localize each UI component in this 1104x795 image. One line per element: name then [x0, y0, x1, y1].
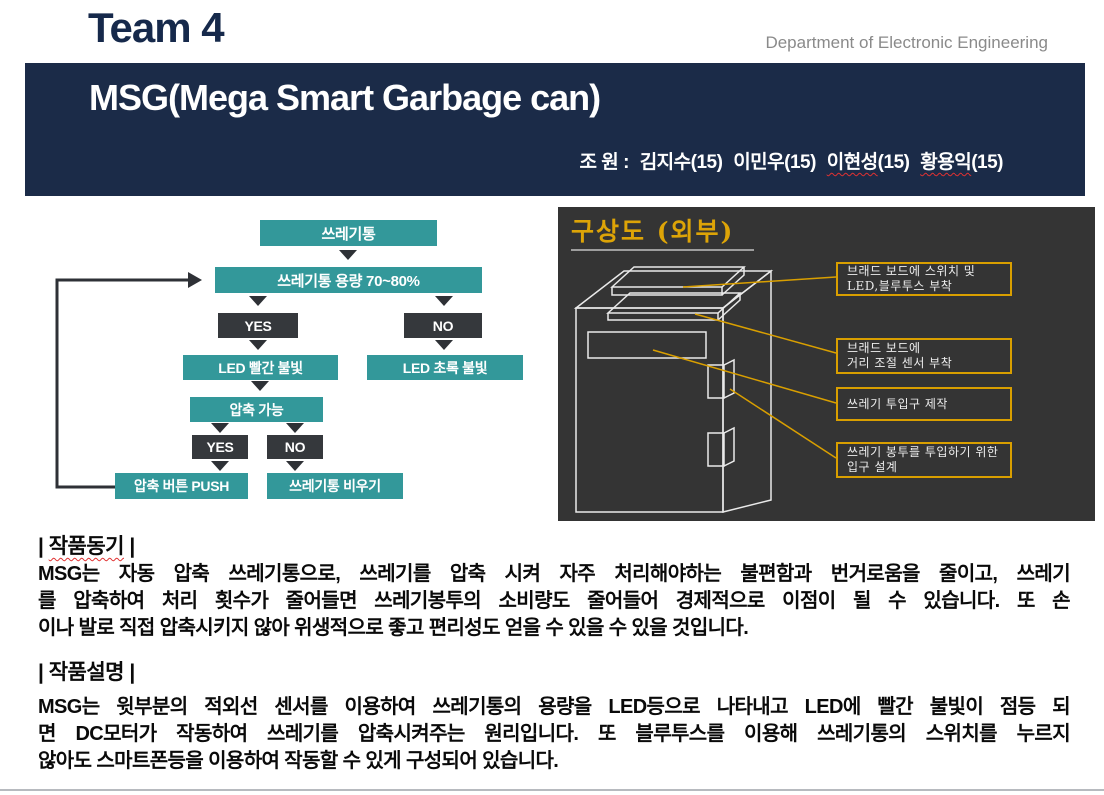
callout-text: 거리 조절 센서 부착	[847, 356, 953, 370]
member-4-year: (15)	[971, 152, 1003, 173]
slide-title: MSG(Mega Smart Garbage can)	[89, 77, 601, 118]
flow-node-capacity: 쓰레기통 용량 70~80%	[215, 267, 482, 293]
heading-word: 작품설명	[48, 661, 125, 684]
members-line: 조 원 : 김지수(15) 이민우(15) 이현성(15) 황용익(15)	[579, 147, 1004, 174]
section-heading-motivation: | 작품동기 |	[38, 530, 135, 560]
paragraph-line: 않아도 스마트폰등을 이용하여 작동할 수 있게 구성되어 있습니다.	[38, 750, 559, 772]
diagram-title: 구상도 (외부)	[571, 217, 735, 246]
description-paragraph: MSG는 윗부분의 적외선 센서를 이용하여 쓰레기통의 용량을 LED등으로 …	[38, 694, 1071, 775]
callout-box-bag-entrance: 쓰레기 봉투를 투입하기 위한 입구 설계	[836, 442, 1012, 478]
paragraph-line: 이나 발로 직접 압축시키지 않아 위생적으로 좋고 편리성도 얻을 수 있을 …	[38, 617, 749, 639]
callout-box-breadboard-switch: 브래드 보드에 스위치 및 LED,블루투스 부착	[836, 262, 1012, 296]
member-3-year: (15)	[877, 152, 910, 173]
flow-node-led-red: LED 빨간 불빛	[183, 355, 338, 380]
flow-arrow-down-icon	[249, 296, 267, 306]
flow-arrow-down-icon	[211, 461, 229, 471]
section-heading-description: | 작품설명 |	[38, 656, 135, 686]
member-1: 김지수(15)	[639, 152, 723, 173]
flow-node-led-green: LED 초록 불빛	[367, 355, 523, 380]
member-4-name: 황용익	[920, 152, 972, 173]
callout-box-distance-sensor: 브래드 보드에 거리 조절 센서 부착	[836, 338, 1012, 374]
flow-arrow-down-icon	[435, 340, 453, 350]
flow-arrow-down-icon	[435, 296, 453, 306]
motivation-paragraph: MSG는 자동 압축 쓰레기통으로, 쓰레기를 압축 시켜 자주 처리해야하는 …	[38, 561, 1071, 642]
callout-box-inlet: 쓰레기 투입구 제작	[836, 387, 1012, 421]
heading-bar: |	[38, 661, 49, 684]
flow-arrow-down-icon	[286, 423, 304, 433]
flow-node-yes1: YES	[218, 313, 298, 338]
paragraph-line: MSG는 윗부분의 적외선 센서를 이용하여 쓰레기통의 용량을 LED등으로 …	[38, 696, 1071, 718]
concept-diagram-panel: 구상도 (외부)	[558, 207, 1095, 521]
team-label: Team 4	[88, 4, 225, 51]
flow-node-no1: NO	[404, 313, 482, 338]
member-3-name: 이현성	[826, 152, 878, 173]
flow-arrow-down-icon	[249, 340, 267, 350]
paragraph-line: 를 압축하여 처리 횟수가 줄어들면 쓰레기봉투의 소비량도 줄어들어 경제적으…	[38, 590, 1071, 612]
callout-text: 브래드 보드에 스위치 및	[847, 264, 976, 278]
department-label: Department of Electronic Engineering	[765, 33, 1048, 52]
flow-node-start: 쓰레기통	[260, 220, 437, 246]
title-banner: MSG(Mega Smart Garbage can) 조 원 : 김지수(15…	[25, 63, 1085, 196]
flow-node-compress: 압축 가능	[190, 397, 323, 422]
flow-arrow-down-icon	[339, 250, 357, 260]
callout-text: LED,블루투스 부착	[847, 279, 953, 293]
bottom-divider	[0, 789, 1104, 791]
heading-word: 작품동기	[48, 535, 125, 558]
members-label: 조 원 :	[579, 152, 630, 173]
diagram-title-underline	[571, 249, 754, 251]
heading-bar: |	[124, 535, 135, 558]
heading-bar: |	[38, 535, 49, 558]
flow-arrow-down-icon	[211, 423, 229, 433]
flow-arrow-down-icon	[251, 381, 269, 391]
flow-node-empty: 쓰레기통 비우기	[267, 473, 403, 499]
paragraph-line: 면 DC모터가 작동하여 쓰레기를 압축시켜주는 원리입니다. 또 블루투스를 …	[38, 723, 1071, 745]
flow-node-no2: NO	[267, 435, 323, 459]
flow-node-yes2: YES	[192, 435, 248, 459]
member-2: 이민우(15)	[733, 152, 816, 173]
flow-node-push: 압축 버튼 PUSH	[115, 473, 248, 499]
callout-text: 입구 설계	[847, 460, 898, 474]
paragraph-line: MSG는 자동 압축 쓰레기통으로, 쓰레기를 압축 시켜 자주 처리해야하는 …	[38, 563, 1071, 585]
flow-arrow-down-icon	[286, 461, 304, 471]
callout-text: 쓰레기 투입구 제작	[847, 396, 948, 411]
garbage-can-wireframe	[573, 266, 837, 513]
heading-bar: |	[124, 661, 135, 684]
callout-text: 브래드 보드에	[847, 341, 921, 355]
callout-text: 쓰레기 봉투를 투입하기 위한	[847, 445, 999, 459]
